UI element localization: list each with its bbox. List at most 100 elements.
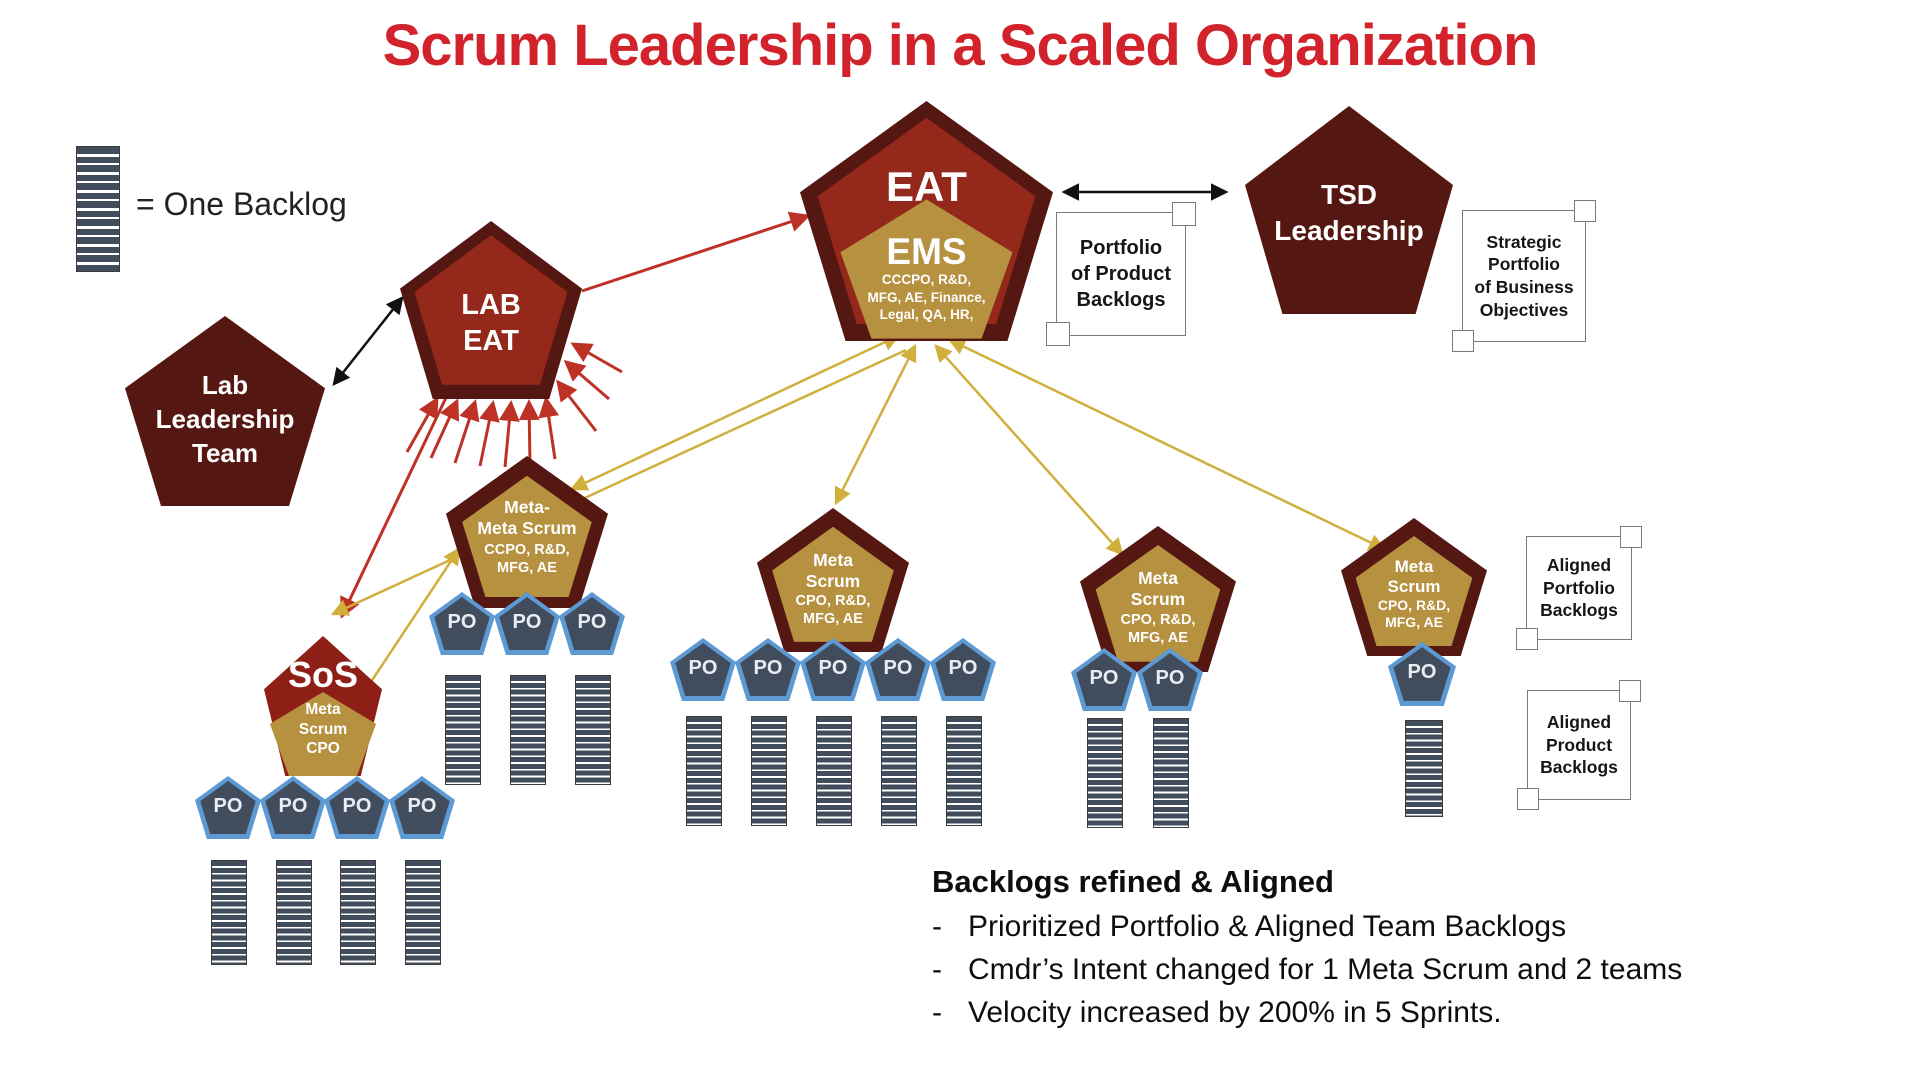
legend-label: = One Backlog bbox=[136, 186, 347, 222]
eat-label: EAT bbox=[886, 163, 967, 211]
tsd-label: TSD Leadership bbox=[1274, 178, 1424, 247]
backlog-icon bbox=[946, 716, 982, 826]
po-label: PO bbox=[512, 610, 542, 633]
arrow-labeat-sos bbox=[340, 361, 465, 619]
arrow-sos-metameta bbox=[357, 546, 461, 703]
fan-arrow bbox=[429, 398, 460, 459]
backlog-icon bbox=[340, 860, 376, 965]
po-pentagon: PO bbox=[389, 776, 455, 839]
arrow-labeat-eat bbox=[581, 211, 811, 293]
summary-bullet: - Cmdr’s Intent changed for 1 Meta Scrum… bbox=[932, 953, 1832, 987]
lab-eat-pentagon: LAB EAT bbox=[400, 221, 582, 399]
note-corner-handle bbox=[1574, 200, 1596, 222]
meta-farright-departments: CPO, R&D, MFG, AE bbox=[1377, 596, 1451, 631]
po-pentagon: PO bbox=[865, 638, 931, 701]
po-label: PO bbox=[818, 656, 848, 679]
arrow-lablt-labeat bbox=[332, 296, 404, 386]
bullet-text: Prioritized Portfolio & Aligned Team Bac… bbox=[968, 910, 1567, 943]
arrow-ems-metafarright bbox=[947, 338, 1387, 551]
arrow-ems-metameta bbox=[569, 334, 901, 491]
note-corner-handle bbox=[1046, 322, 1070, 346]
meta-scrum-farright-pentagon: Meta Scrum CPO, R&D, MFG, AE bbox=[1341, 518, 1487, 656]
meta-right-departments: CPO, R&D, MFG, AE bbox=[1120, 611, 1196, 646]
backlog-legend-icon bbox=[76, 146, 120, 272]
lab-eat-label: LAB EAT bbox=[461, 288, 521, 358]
ems-label: EMS bbox=[886, 230, 967, 272]
arrow-ems-metacenter bbox=[834, 343, 917, 506]
eat-pentagon: EAT EMS CCCPO, R&D, MFG, AE, Finance, Le… bbox=[800, 101, 1053, 341]
bullet-text: Cmdr’s Intent changed for 1 Meta Scrum a… bbox=[968, 953, 1683, 986]
po-label: PO bbox=[1089, 666, 1119, 689]
fan-arrow bbox=[478, 400, 500, 467]
meta-center-label: Meta Scrum bbox=[805, 549, 861, 591]
backlog-icon bbox=[445, 675, 481, 785]
bullet-dash: - bbox=[932, 910, 942, 943]
note-corner-handle bbox=[1516, 628, 1538, 650]
note-corner-handle bbox=[1517, 788, 1539, 810]
bullet-dash: - bbox=[932, 996, 942, 1029]
po-pentagon: PO bbox=[429, 592, 495, 655]
aligned-product-text: Aligned Product Backlogs bbox=[1540, 711, 1618, 778]
bullet-text: Velocity increased by 200% in 5 Sprints. bbox=[968, 996, 1502, 1029]
po-pentagon: PO bbox=[930, 638, 996, 701]
sos-pentagon: SoS Meta Scrum CPO bbox=[264, 636, 382, 776]
po-pentagon: PO bbox=[1388, 642, 1456, 706]
po-pentagon: PO bbox=[1137, 648, 1203, 711]
strategic-note-text: Strategic Portfolio of Business Objectiv… bbox=[1474, 231, 1574, 320]
summary-bullet: - Velocity increased by 200% in 5 Sprint… bbox=[932, 996, 1832, 1030]
aligned-portfolio-backlogs-note: Aligned Portfolio Backlogs bbox=[1516, 526, 1642, 650]
backlog-icon bbox=[751, 716, 787, 826]
po-label: PO bbox=[577, 610, 607, 633]
po-pentagon: PO bbox=[670, 638, 736, 701]
fan-arrow bbox=[405, 396, 439, 453]
aligned-portfolio-text: Aligned Portfolio Backlogs bbox=[1540, 554, 1618, 621]
po-label: PO bbox=[753, 656, 783, 679]
ems-departments: CCCPO, R&D, MFG, AE, Finance, Legal, QA,… bbox=[867, 272, 986, 323]
backlog-icon bbox=[1087, 718, 1123, 828]
lab-leadership-label: Lab Leadership Team bbox=[155, 370, 295, 468]
po-label: PO bbox=[948, 656, 978, 679]
portfolio-of-product-backlogs-note: Portfolio of Product Backlogs bbox=[1046, 202, 1196, 346]
po-pentagon: PO bbox=[494, 592, 560, 655]
summary-block: Backlogs refined & Aligned - Prioritized… bbox=[932, 864, 1832, 1039]
note-corner-handle bbox=[1620, 526, 1642, 548]
po-label: PO bbox=[213, 794, 243, 817]
backlog-icon bbox=[575, 675, 611, 785]
strategic-portfolio-note: Strategic Portfolio of Business Objectiv… bbox=[1452, 200, 1596, 352]
meta-center-departments: CPO, R&D, MFG, AE bbox=[795, 592, 871, 627]
po-label: PO bbox=[278, 794, 308, 817]
meta-meta-scrum-pentagon: Meta- Meta Scrum CCPO, R&D, MFG, AE bbox=[446, 456, 608, 608]
backlog-icon bbox=[686, 716, 722, 826]
note-corner-handle bbox=[1619, 680, 1641, 702]
po-pentagon: PO bbox=[195, 776, 261, 839]
backlog-icon bbox=[881, 716, 917, 826]
bullet-dash: - bbox=[932, 953, 942, 986]
backlog-icon bbox=[405, 860, 441, 965]
meta-scrum-center-pentagon: Meta Scrum CPO, R&D, MFG, AE bbox=[757, 508, 909, 652]
po-label: PO bbox=[342, 794, 372, 817]
meta-right-label: Meta Scrum bbox=[1130, 568, 1186, 610]
meta-meta-departments: CCPO, R&D, MFG, AE bbox=[484, 542, 570, 577]
summary-heading: Backlogs refined & Aligned bbox=[932, 864, 1334, 899]
page-title: Scrum Leadership in a Scaled Organizatio… bbox=[382, 13, 1539, 78]
po-pentagon: PO bbox=[735, 638, 801, 701]
backlog-icon bbox=[211, 860, 247, 965]
fan-arrow bbox=[498, 400, 520, 468]
backlog-icon bbox=[816, 716, 852, 826]
portfolio-note-text: Portfolio of Product Backlogs bbox=[1071, 237, 1171, 311]
fan-arrow bbox=[453, 399, 480, 464]
tsd-leadership-pentagon: TSD Leadership bbox=[1245, 106, 1453, 314]
backlog-icon bbox=[276, 860, 312, 965]
backlog-icon bbox=[1405, 720, 1443, 817]
lab-leadership-pentagon: Lab Leadership Team bbox=[125, 316, 325, 506]
aligned-product-backlogs-note: Aligned Product Backlogs bbox=[1517, 680, 1641, 810]
po-pentagon: PO bbox=[324, 776, 390, 839]
summary-bullet: - Prioritized Portfolio & Aligned Team B… bbox=[932, 910, 1832, 944]
po-pentagon: PO bbox=[260, 776, 326, 839]
fan-arrow bbox=[518, 399, 540, 465]
po-label: PO bbox=[883, 656, 913, 679]
meta-farright-label: Meta Scrum bbox=[1387, 556, 1441, 597]
backlog-icon bbox=[1153, 718, 1189, 828]
